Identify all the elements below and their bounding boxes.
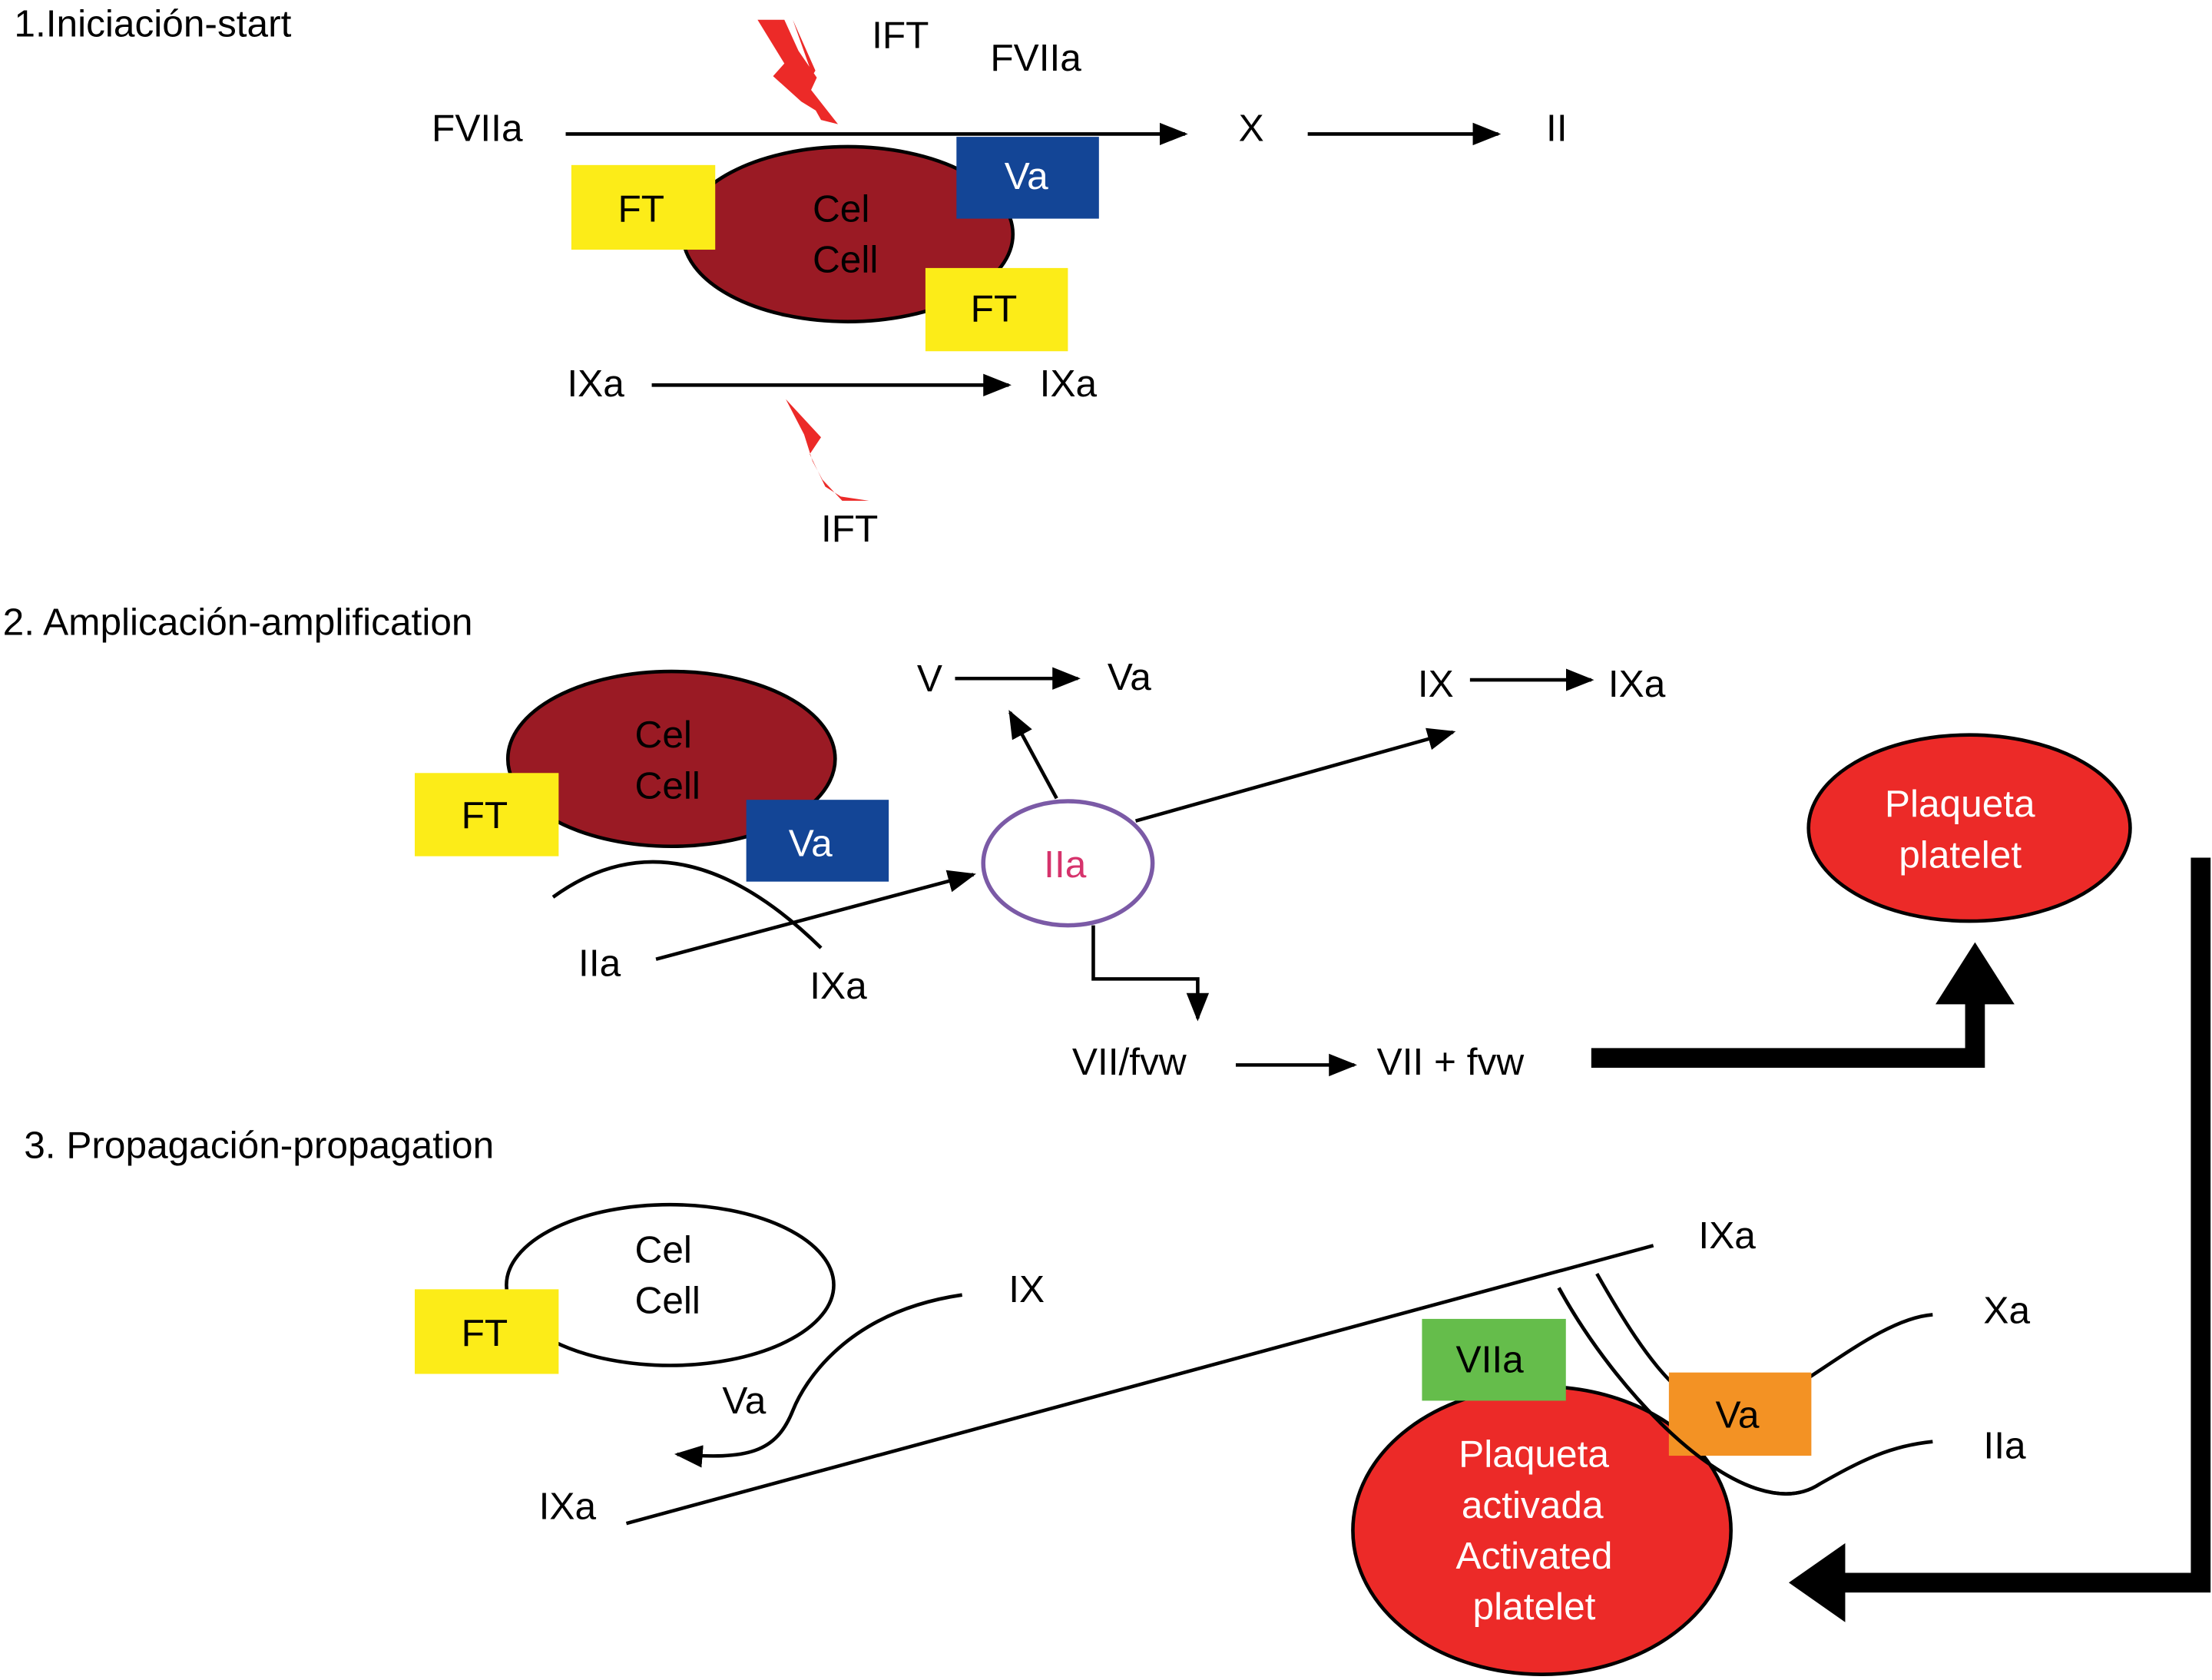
ft-label: FT xyxy=(462,1311,508,1354)
ix-label: IX xyxy=(1008,1267,1045,1311)
tissue-factor-box-right xyxy=(925,267,1068,352)
iia-to-iia-arrow xyxy=(655,870,976,961)
va-box xyxy=(746,800,889,882)
thick-arrowhead-up xyxy=(1936,942,2015,1005)
cell-label-1: Cel xyxy=(635,1228,692,1271)
ift-bottom-label: IFT xyxy=(821,507,878,550)
ft-label: FT xyxy=(462,794,508,837)
ix-label: IX xyxy=(1418,662,1454,705)
cell-label-2: Cell xyxy=(635,1279,700,1322)
va-box-label: Va xyxy=(1715,1393,1759,1436)
iia-center-label: IIa xyxy=(1044,843,1087,886)
x-label: X xyxy=(1239,107,1264,150)
lightning-icon xyxy=(757,19,839,124)
platelet-label-2: activada xyxy=(1462,1483,1604,1526)
tissue-factor-box xyxy=(415,1289,559,1374)
ixa-curve xyxy=(551,860,823,949)
iia-to-va-arrow xyxy=(1008,710,1058,800)
ii-label: II xyxy=(1546,107,1568,150)
va-box xyxy=(1668,1372,1812,1456)
iia-to-ix-arrow xyxy=(1134,727,1456,823)
ix-to-ixa-curve-arrow xyxy=(674,1293,962,1468)
section-amplification: 2. Amplicación-amplification Cel Cell FT… xyxy=(3,600,2132,1083)
fviia-top-label: FVIIa xyxy=(990,36,1081,79)
ixa-right-label: IXa xyxy=(1040,362,1098,405)
platelet-label-3: Activated xyxy=(1456,1534,1613,1577)
cell-ellipse xyxy=(505,1202,836,1367)
section-initiation: 1.Iniciación-start IFT FVIIa FVIIa X II … xyxy=(14,2,1567,550)
ift-top-label: IFT xyxy=(872,13,929,56)
xa-label: Xa xyxy=(1983,1288,2030,1331)
iia-to-vii-arrow xyxy=(1091,925,1210,1022)
va-box xyxy=(956,137,1099,219)
thick-arrowhead-left xyxy=(1788,1542,1846,1622)
ft-left-label: FT xyxy=(618,187,664,230)
ixa-label: IXa xyxy=(810,964,867,1007)
thick-arrow-to-platelet xyxy=(1591,994,1985,1069)
iia-label: IIa xyxy=(1983,1424,2026,1467)
section3-title: 3. Propagación-propagation xyxy=(24,1124,494,1167)
ixa-link-line xyxy=(625,1244,1654,1526)
platelet-label-2: platelet xyxy=(1899,833,2022,876)
section2-title: 2. Amplicación-amplification xyxy=(3,600,473,643)
platelet-label-4: platelet xyxy=(1473,1585,1596,1628)
platelet-label-1: Plaqueta xyxy=(1459,1433,1609,1476)
iia-left-label: IIa xyxy=(578,942,621,985)
vii-fvw-label: VII/fvw xyxy=(1072,1040,1187,1083)
cell-label-2: Cell xyxy=(813,237,878,280)
platelet-ellipse xyxy=(1806,733,2132,923)
v-label: V xyxy=(917,657,942,700)
va-label: Va xyxy=(1108,655,1151,698)
fviia-left-label: FVIIa xyxy=(432,107,523,150)
section-propagation: 3. Propagación-propagation Cel Cell FT I… xyxy=(24,1124,2031,1676)
ixa-right-label: IXa xyxy=(1698,1214,1756,1257)
section1-title: 1.Iniciación-start xyxy=(14,2,291,45)
ixa-right-label: IXa xyxy=(1608,662,1666,705)
cell-label-2: Cell xyxy=(635,764,700,807)
va-label: Va xyxy=(722,1379,766,1422)
thick-arrow-to-activated-platelet xyxy=(1833,857,2211,1593)
cell-label-1: Cel xyxy=(635,713,692,756)
lightning-icon xyxy=(786,399,869,501)
viia-label: VIIa xyxy=(1456,1338,1525,1381)
va-label: Va xyxy=(1005,154,1048,197)
iia-curve-overlay xyxy=(1557,1287,1821,1496)
tissue-factor-box-left xyxy=(571,164,716,250)
cell-label-1: Cel xyxy=(813,187,869,230)
viia-box xyxy=(1422,1318,1566,1401)
ixa-left-label: IXa xyxy=(539,1485,597,1528)
ft-right-label: FT xyxy=(971,287,1018,330)
tissue-factor-box xyxy=(415,773,559,857)
va-box-label: Va xyxy=(789,822,833,865)
thrombin-circle xyxy=(981,799,1155,928)
platelet-label-1: Plaqueta xyxy=(1885,782,2035,825)
vii-plus-fvw-label: VII + fvw xyxy=(1377,1040,1525,1083)
ixa-left-label: IXa xyxy=(567,362,624,405)
